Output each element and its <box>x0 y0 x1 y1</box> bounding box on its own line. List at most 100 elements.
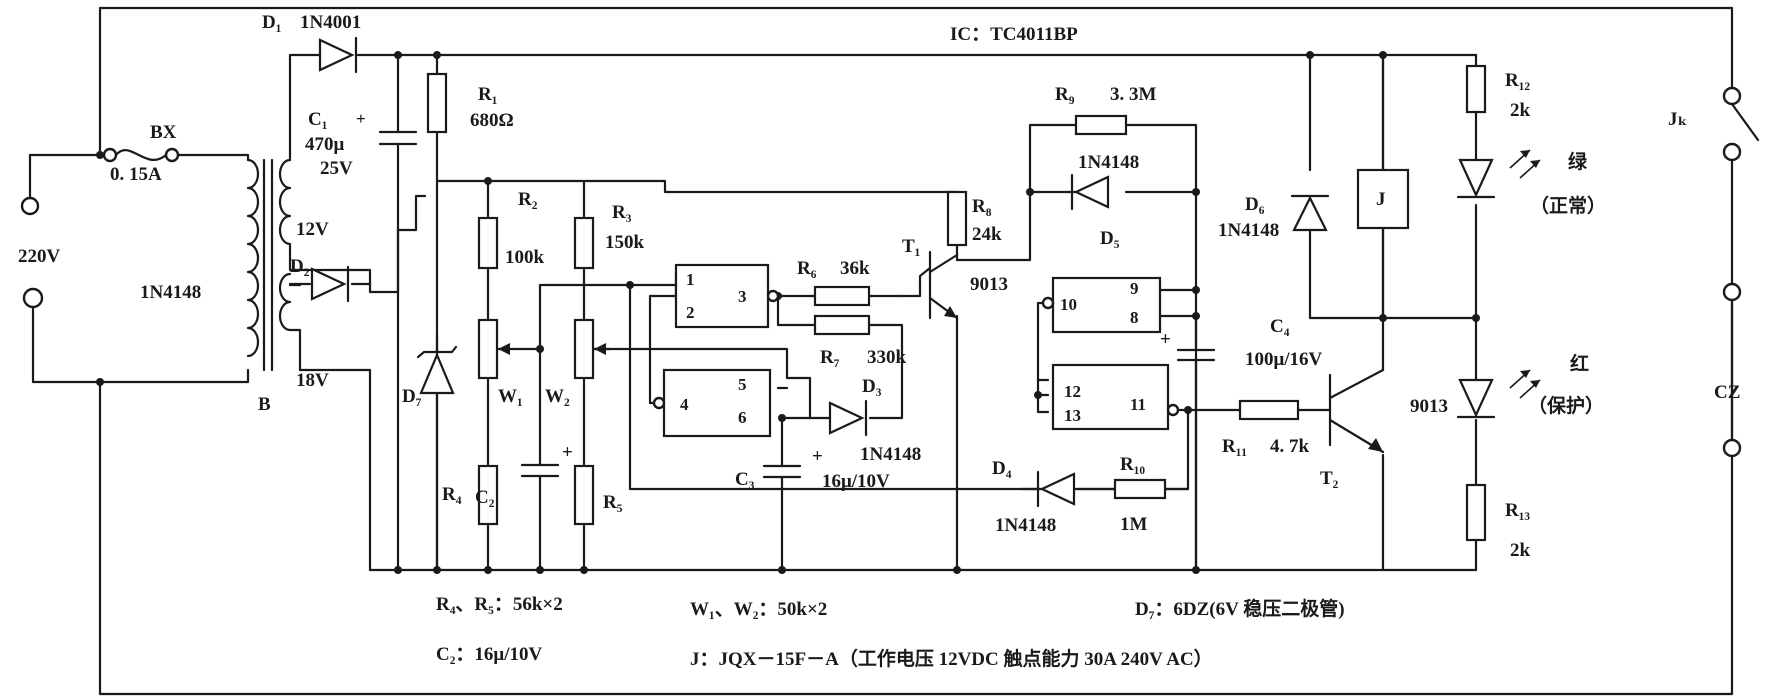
jk-label: Jₖ <box>1668 109 1687 130</box>
d1-label: D₁ <box>262 12 281 33</box>
r5-resistor <box>573 464 595 526</box>
transformer-label: B <box>258 394 271 415</box>
cz-terminal-top <box>1722 282 1742 302</box>
r10-value-label: 1M <box>1120 514 1148 535</box>
c1-voltage-label: 25V <box>320 158 353 179</box>
ac-terminal-top <box>20 196 40 216</box>
r5-label: R₅ <box>603 492 623 513</box>
r12-resistor <box>1465 64 1487 114</box>
gate-3 <box>1051 276 1162 334</box>
fuse-symbol <box>102 147 180 163</box>
t2-transistor <box>1328 368 1385 454</box>
r9-label: R₉ <box>1055 84 1075 105</box>
pin-label: 6 <box>738 408 747 427</box>
r3-value-label: 150k <box>605 232 645 253</box>
d5-part-label: 1N4148 <box>1078 152 1139 173</box>
ic-label: IC：TC4011BP <box>950 24 1078 45</box>
c4-plus-label: + <box>1160 329 1171 350</box>
r8-label: R₈ <box>972 196 992 217</box>
secondary-12v-label: 12V <box>296 219 329 240</box>
transformer-diode-label: 1N4148 <box>140 282 201 303</box>
r12-value-label: 2k <box>1510 100 1531 121</box>
d6-label: D₆ <box>1245 194 1265 215</box>
wiper-arrows <box>498 343 606 355</box>
pin-label: 8 <box>1130 308 1139 327</box>
r8-resistor <box>946 190 968 247</box>
t1-transistor <box>928 250 959 320</box>
d3-part-label: 1N4148 <box>860 444 921 465</box>
pin-label: 2 <box>686 303 695 322</box>
cz-terminal-bottom <box>1722 438 1742 458</box>
gate-1 <box>674 263 770 329</box>
r13-value-label: 2k <box>1510 540 1531 561</box>
note-r4-r5: R₄、R₅：56k×2 <box>436 594 563 615</box>
d7-zener-diode <box>416 345 458 395</box>
pin-label: 10 <box>1060 295 1077 314</box>
r13-resistor <box>1465 483 1487 542</box>
d5-diode <box>1070 173 1110 211</box>
d3-label: D₃ <box>862 376 882 397</box>
d7-label: D₇ <box>402 386 422 407</box>
note-c2: C₂：16μ/10V <box>436 644 542 665</box>
relay-label: J <box>1376 189 1386 210</box>
c4-value-label: 100μ/16V <box>1245 349 1323 370</box>
ac-voltage-label: 220V <box>18 246 61 267</box>
r1-label: R₁ <box>478 84 497 105</box>
r10-label: R₁₀ <box>1120 454 1145 475</box>
d4-part-label: 1N4148 <box>995 515 1056 536</box>
relay-coil <box>1356 168 1410 230</box>
w2-potentiometer <box>573 318 595 380</box>
r3-label: R₃ <box>612 202 632 223</box>
c1-label: C₁ <box>308 109 327 130</box>
note-w1-w2: W₁、W₂：50k×2 <box>690 599 827 620</box>
r6-value-label: 36k <box>840 258 870 279</box>
c2-label: C₂ <box>475 487 495 508</box>
note-d7: D₇：6DZ(6V 稳压二极管) <box>1135 597 1345 620</box>
pin-label: 1 <box>686 270 695 289</box>
resistors <box>426 64 1487 542</box>
d1-diode <box>318 36 358 74</box>
green-led-note: （正常） <box>1530 194 1606 217</box>
r3-resistor <box>573 216 595 270</box>
pin-label: 4 <box>680 395 689 414</box>
capacitors <box>378 130 1216 486</box>
secondary-18v-label: 18V <box>296 370 329 391</box>
r8-value-label: 24k <box>972 224 1002 245</box>
c4-label: C₄ <box>1270 316 1290 337</box>
red-led-icon <box>1456 369 1541 419</box>
r7-label: R₇ <box>820 347 840 368</box>
fuse-label: 0. 15A <box>110 164 162 185</box>
pin-label: 9 <box>1130 279 1139 298</box>
d4-diode <box>1036 470 1076 508</box>
r11-resistor <box>1238 399 1300 421</box>
jk-terminal-bottom <box>1722 142 1742 162</box>
c1-value-label: 470μ <box>305 134 345 155</box>
r7-resistor <box>813 314 871 336</box>
r6-resistor <box>813 285 871 307</box>
r6-label: R₆ <box>797 258 817 279</box>
relay-contact <box>1730 102 1760 142</box>
green-led-icon <box>1456 149 1541 199</box>
r2-label: R₂ <box>518 189 538 210</box>
pin-label: 11 <box>1130 395 1146 414</box>
r11-value-label: 4. 7k <box>1270 436 1310 457</box>
r9-resistor <box>1074 114 1128 136</box>
red-led-note: （保护） <box>1528 394 1604 417</box>
r12-label: R₁₂ <box>1505 70 1530 91</box>
r4-label: R₄ <box>442 484 462 505</box>
w2-label: W₂ <box>545 386 570 407</box>
c3-label: C₃ <box>735 469 755 490</box>
r1-value-label: 680Ω <box>470 110 514 131</box>
pin-label: 12 <box>1064 382 1081 401</box>
c3-plus-label: + <box>812 446 823 467</box>
terminals <box>20 86 1742 458</box>
cz-label: CZ <box>1714 382 1740 403</box>
gate-4 <box>1051 363 1170 431</box>
t1-part-label: 9013 <box>970 274 1008 295</box>
t2-part-label: 9013 <box>1410 396 1448 417</box>
nand-gates <box>652 263 1180 438</box>
d2-label: D₂ <box>290 256 310 277</box>
r11-label: R₁₁ <box>1222 436 1247 457</box>
r7-value-label: 330k <box>867 347 907 368</box>
d1-part-label: 1N4001 <box>300 12 361 33</box>
